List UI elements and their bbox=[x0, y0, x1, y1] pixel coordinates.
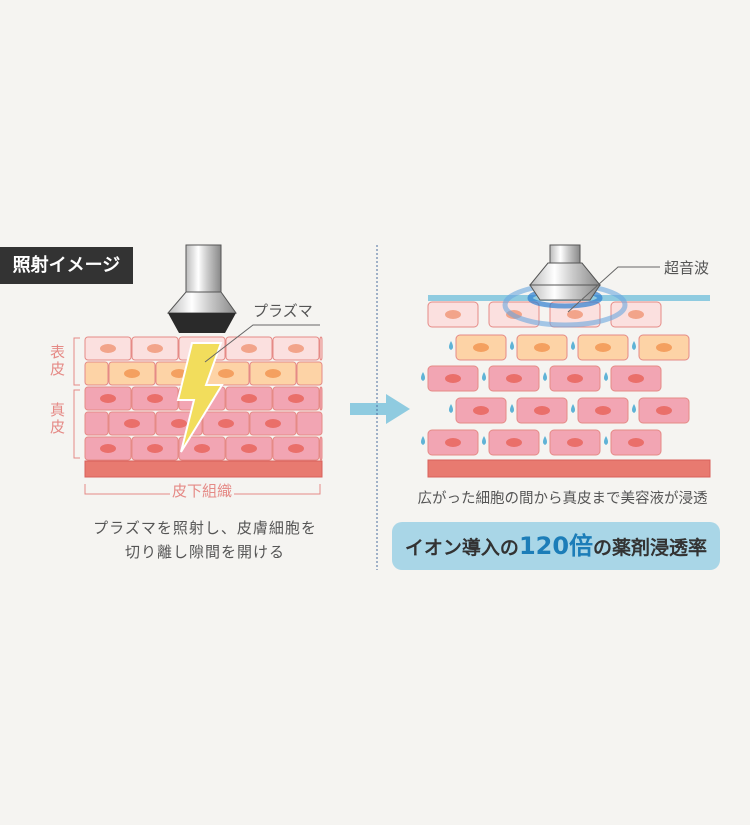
cell-nucleus bbox=[445, 438, 461, 447]
cell-nucleus bbox=[241, 344, 257, 353]
cell-nucleus bbox=[194, 444, 210, 453]
cell bbox=[296, 361, 323, 386]
cell-nucleus bbox=[288, 394, 304, 403]
cell-nucleus bbox=[506, 374, 522, 383]
highlight-text: イオン導入の bbox=[404, 537, 519, 559]
cell-nucleus bbox=[445, 310, 461, 319]
ultrasound-device-icon bbox=[502, 244, 628, 328]
section-title-badge: 照射イメージ bbox=[0, 247, 133, 284]
serum-drop-icon bbox=[571, 341, 575, 350]
cell-nucleus bbox=[445, 374, 461, 383]
lightning-bolt-icon bbox=[176, 342, 224, 453]
cell-nucleus bbox=[567, 374, 583, 383]
cell-nucleus bbox=[147, 394, 163, 403]
subcutaneous-layer bbox=[84, 460, 323, 478]
cell-nucleus bbox=[567, 310, 583, 319]
cell bbox=[84, 361, 109, 386]
plasma-label: プラズマ bbox=[253, 302, 313, 320]
cell-nucleus bbox=[218, 419, 234, 428]
left-skin-layers bbox=[84, 336, 323, 478]
arrow-right-icon bbox=[350, 394, 410, 424]
cell-nucleus bbox=[595, 406, 611, 415]
cell-nucleus bbox=[265, 369, 281, 378]
serum-drop-icon bbox=[482, 372, 486, 381]
cell-nucleus bbox=[473, 406, 489, 415]
serum-drop-icon bbox=[421, 372, 425, 381]
right-skin-layers bbox=[421, 295, 711, 478]
cell-nucleus bbox=[628, 374, 644, 383]
left-caption-line2: 切り離し隙間を開ける bbox=[124, 543, 285, 561]
cell-nucleus bbox=[473, 343, 489, 352]
cell bbox=[319, 386, 323, 411]
cell-nucleus bbox=[124, 419, 140, 428]
serum-drop-icon bbox=[449, 341, 453, 350]
cell-nucleus bbox=[534, 343, 550, 352]
serum-drop-icon bbox=[449, 404, 453, 413]
serum-drop-icon bbox=[510, 404, 514, 413]
cell bbox=[319, 436, 323, 461]
cell-nucleus bbox=[147, 444, 163, 453]
epidermis-label: 表皮 bbox=[50, 343, 66, 378]
ultrasound-label: 超音波 bbox=[664, 259, 710, 277]
cell bbox=[84, 411, 109, 436]
serum-drop-icon bbox=[604, 372, 608, 381]
cell-nucleus bbox=[124, 369, 140, 378]
cell-nucleus bbox=[241, 394, 257, 403]
serum-drop-icon bbox=[632, 404, 636, 413]
serum-drop-icon bbox=[421, 436, 425, 445]
cell-nucleus bbox=[288, 344, 304, 353]
serum-drop-icon bbox=[604, 436, 608, 445]
cell-nucleus bbox=[265, 419, 281, 428]
cell-nucleus bbox=[100, 394, 116, 403]
highlight-number: 120倍 bbox=[518, 532, 594, 560]
cell-nucleus bbox=[147, 344, 163, 353]
cell-nucleus bbox=[241, 444, 257, 453]
cell bbox=[319, 336, 323, 361]
cell-nucleus bbox=[567, 438, 583, 447]
cell-nucleus bbox=[595, 343, 611, 352]
cell bbox=[296, 411, 323, 436]
right-caption: 広がった細胞の間から真皮まで美容液が浸透 bbox=[417, 491, 708, 507]
cell-nucleus bbox=[171, 419, 187, 428]
cell-nucleus bbox=[100, 344, 116, 353]
dermis-label: 真皮 bbox=[50, 401, 66, 436]
subcutaneous-layer bbox=[427, 459, 711, 478]
subcutaneous-label: 皮下組織 bbox=[170, 480, 235, 501]
serum-drop-icon bbox=[543, 436, 547, 445]
cell-nucleus bbox=[656, 343, 672, 352]
left-caption-line1: プラズマを照射し、皮膚細胞を bbox=[93, 519, 317, 537]
cell-nucleus bbox=[506, 438, 522, 447]
serum-drop-icon bbox=[482, 436, 486, 445]
cell-nucleus bbox=[218, 369, 234, 378]
serum-drop-icon bbox=[571, 404, 575, 413]
cell-nucleus bbox=[288, 444, 304, 453]
plasma-pointer-line bbox=[204, 324, 320, 363]
serum-drop-icon bbox=[510, 341, 514, 350]
highlight-text-post: の薬剤浸透率 bbox=[593, 537, 708, 559]
penetration-highlight: イオン導入の120倍の薬剤浸透率 bbox=[392, 522, 720, 570]
cell-nucleus bbox=[100, 444, 116, 453]
serum-drop-icon bbox=[543, 372, 547, 381]
cell-nucleus bbox=[628, 438, 644, 447]
ultrasound-pointer-line bbox=[567, 266, 660, 313]
cell-nucleus bbox=[534, 406, 550, 415]
cell-nucleus bbox=[656, 406, 672, 415]
plasma-device-icon bbox=[166, 244, 237, 333]
cell-nucleus bbox=[628, 310, 644, 319]
serum-drop-icon bbox=[632, 341, 636, 350]
